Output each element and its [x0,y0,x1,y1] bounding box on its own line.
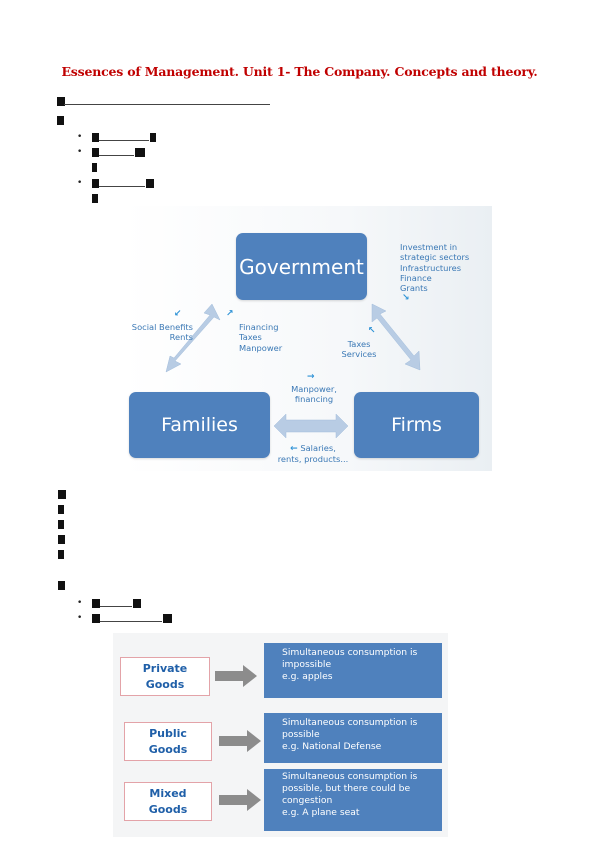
list-bullet: • [77,178,83,188]
arrow-right-icon: → [307,372,315,382]
underline [99,155,134,156]
node-families: Families [129,392,270,458]
mixed-goods-description: Simultaneous consumption is possible, bu… [264,769,442,831]
circular-flow-diagram: Government Families Firms Investment in … [124,206,492,471]
underline [99,186,145,187]
list-bullet: • [77,613,83,623]
label-firms-to-gov: Taxes Services [341,339,377,360]
arrow-up-right-icon: ↗ [226,309,234,319]
label-firms-to-families: ← Salaries, rents, products... [277,443,349,464]
connector-families-firms [273,413,349,439]
arrow-up-left-icon: ↖ [368,326,376,336]
redacted-glyph [92,194,98,203]
redacted-glyph [58,581,65,590]
connector-arrows [165,303,421,439]
redacted-glyph [146,179,154,188]
arrow-right-icon [215,665,257,687]
arrow-right-icon [219,730,261,752]
node-firms: Firms [354,392,479,458]
arrow-left-icon: ← [290,444,298,454]
public-goods-description: Simultaneous consumption is possible e.g… [264,713,442,763]
underline [99,140,149,141]
redacted-glyph [135,148,145,157]
redacted-glyph [92,163,97,172]
label-gov-to-firms: Investment in strategic sectors Infrastr… [400,242,470,294]
underline [100,621,162,622]
redacted-glyph [92,599,100,608]
redacted-glyph [58,550,64,559]
label-families-to-gov: Financing Taxes Manpower [239,322,283,353]
connector-families-government [165,303,221,373]
arrow-down-left-icon: ↙ [174,309,182,319]
redacted-glyph [92,148,99,157]
label-gov-to-families: Social Benefits Rents [131,322,193,343]
list-bullet: • [77,598,83,608]
redacted-glyph [58,535,65,544]
redacted-glyph [150,133,156,142]
arrow-right-icon [219,789,261,811]
redacted-glyph [92,133,99,142]
list-bullet: • [77,132,83,142]
redacted-glyph [57,116,64,125]
redacted-glyph [58,520,64,529]
label-families-to-firms: Manpower, financing [291,384,337,405]
redacted-glyph [133,599,141,608]
redacted-glyph [58,505,64,514]
connector-government-firms [371,303,421,371]
underline [100,606,132,607]
node-government: Government [236,233,367,300]
private-goods-description: Simultaneous consumption is impossible e… [264,643,442,698]
arrow-down-right-icon: ↘ [402,293,410,303]
redacted-glyph [92,179,99,188]
redacted-glyph [92,614,100,623]
list-bullet: • [77,147,83,157]
redacted-glyph [57,97,65,106]
redacted-glyph [163,614,172,623]
underline [64,104,270,105]
document-title: Essences of Management. Unit 1- The Comp… [61,64,538,79]
redacted-glyph [58,490,66,499]
